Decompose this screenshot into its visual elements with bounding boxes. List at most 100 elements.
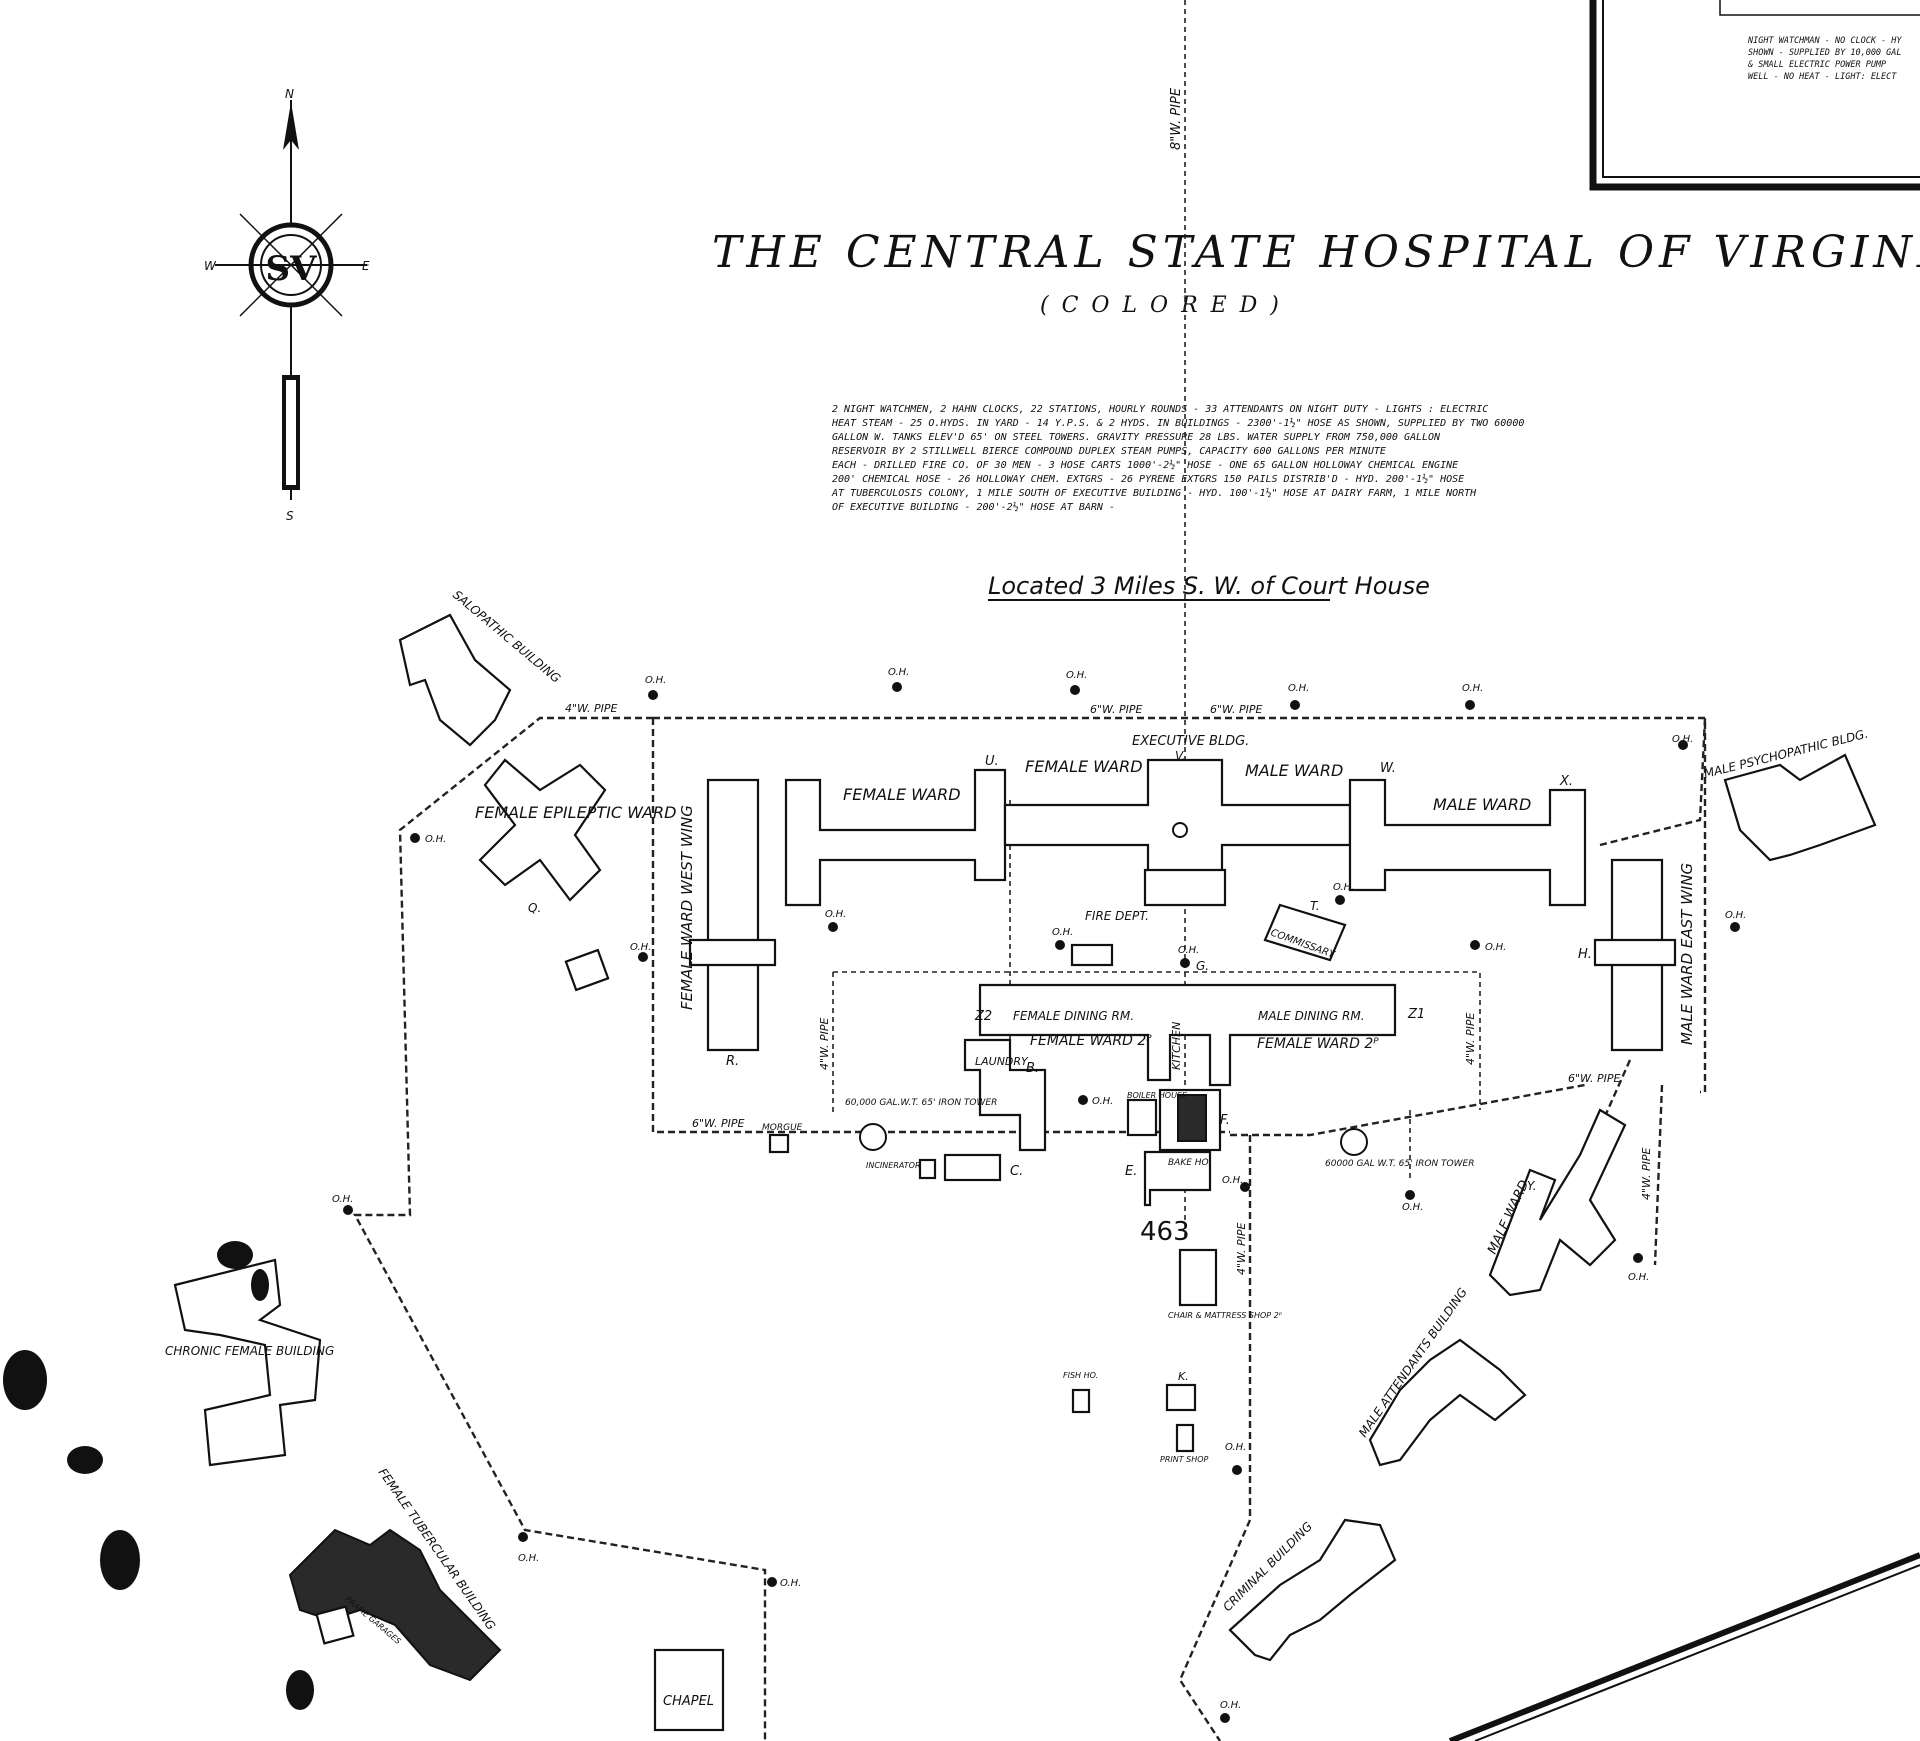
hydrant-label: O.H.	[825, 909, 846, 920]
general-notes: 2 NIGHT WATCHMEN, 2 HAHN CLOCKS, 22 STAT…	[831, 404, 1524, 513]
incinerator-label: INCINERATOR	[866, 1161, 921, 1170]
dining-and-kitchen: FEMALE DINING RM. MALE DINING RM. KITCHE…	[974, 959, 1425, 1087]
corner-note-2: SHOWN - SUPPLIED BY 10,000 GAL	[1748, 48, 1902, 58]
laundry-building: LAUNDRY B.	[963, 1038, 1047, 1152]
male-y-ward: MALE WARD Y.	[1485, 1108, 1627, 1297]
location-note: Located 3 Miles S. W. of Court House	[988, 572, 1430, 600]
corner-note-1: NIGHT WATCHMAN - NO CLOCK - HY	[1747, 36, 1902, 46]
note-line-8: OF EXECUTIVE BUILDING - 200'-2½" HOSE AT…	[832, 501, 1115, 513]
note-line-7: AT TUBERCULOSIS COLONY, 1 MILE SOUTH OF …	[831, 487, 1477, 499]
note-line-4: RESERVOIR BY 2 STILLWELL BIERCE COMPOUND…	[832, 446, 1386, 457]
map-subtitle: ( C O L O R E D )	[1040, 293, 1282, 318]
hydrant-label: O.H.	[1725, 910, 1746, 921]
pipe-label-4d: 4"W. PIPE	[1235, 1222, 1248, 1275]
letter-x: X.	[1559, 774, 1573, 789]
map-title: THE CENTRAL STATE HOSPITAL OF VIRGINIA	[712, 227, 1920, 278]
railroad-track	[1448, 1552, 1920, 1741]
female-epileptic-label: FEMALE EPILEPTIC WARD	[475, 803, 676, 822]
hydrant-label: O.H.	[780, 1578, 801, 1589]
note-line-5: EACH - DRILLED FIRE CO. OF 30 MEN - 3 HO…	[832, 459, 1458, 471]
compass-w: W	[204, 259, 217, 273]
ink-blot-stains	[3, 1241, 314, 1710]
fish-house: FISH HO.	[1063, 1371, 1098, 1414]
hydrant-label: O.H.	[645, 675, 666, 686]
hydrant-label: O.H.	[1402, 1202, 1423, 1213]
letter-u: U.	[985, 754, 999, 769]
letter-q: Q.	[528, 901, 541, 915]
kitchen-label: KITCHEN	[1170, 1022, 1183, 1070]
male-attendants-building: MALE ATTENDANTS BUILDING	[1356, 1285, 1527, 1467]
pipe-label-4b: 4"W. PIPE	[818, 1017, 831, 1070]
chapel-label: CHAPEL	[663, 1694, 714, 1709]
morgue: MORGUE	[762, 1123, 803, 1154]
wt-west-label: 60,000 GAL.W.T. 65' IRON TOWER	[845, 1098, 997, 1108]
letter-r: R.	[726, 1054, 739, 1069]
fire-dept-label: FIRE DEPT.	[1085, 909, 1149, 923]
chronic-female-building: CHRONIC FEMALE BUILDING	[165, 1258, 334, 1467]
chronic-female-label: CHRONIC FEMALE BUILDING	[165, 1344, 334, 1358]
bake-label: BAKE HO.	[1168, 1158, 1211, 1168]
fish-label: FISH HO.	[1063, 1371, 1098, 1380]
pipe-label-4a: 4"W. PIPE	[565, 702, 618, 715]
note-line-6: 200' CHEMICAL HOSE - 26 HOLLOWAY CHEM. E…	[832, 473, 1464, 485]
hydrant-label: O.H.	[888, 667, 909, 678]
building-k: K.	[1165, 1370, 1197, 1412]
chapel: CHAPEL	[653, 1648, 725, 1732]
male-ward-east-wing: MALE WARD EAST WING H.	[1578, 858, 1696, 1052]
pipe-label-6a: 6"W. PIPE	[1090, 703, 1143, 716]
corner-key-box: NIGHT WATCHMAN - NO CLOCK - HY SHOWN - S…	[1589, 0, 1920, 191]
male-ward-label-1: MALE WARD	[1245, 761, 1343, 780]
hydrant-label: O.H.	[630, 942, 651, 953]
female-ward-label-2: FEMALE WARD	[1025, 757, 1143, 776]
letter-z1: Z1	[1407, 1007, 1425, 1022]
letter-k: K.	[1178, 1370, 1189, 1383]
incinerator: INCINERATOR C.	[866, 1153, 1023, 1182]
hydrant-label: O.H.	[1628, 1272, 1649, 1283]
pipe-label-4c: 4"W. PIPE	[1464, 1012, 1477, 1065]
male-ward-building: MALE WARD W. X.	[1348, 761, 1587, 907]
note-line-2: HEAT STEAM - 25 O.HYDS. IN YARD - 14 Y.P…	[831, 417, 1524, 429]
laundry-label: LAUNDRY	[975, 1055, 1029, 1068]
executive-building: EXECUTIVE BLDG. FEMALE WARD MALE WARD V.	[1003, 734, 1352, 907]
hydrant-label: O.H.	[1222, 1175, 1243, 1186]
letter-c: C.	[1010, 1164, 1023, 1179]
sheet-number: 463	[1140, 1217, 1190, 1247]
letter-t: T.	[1310, 899, 1320, 913]
note-line-1: 2 NIGHT WATCHMEN, 2 HAHN CLOCKS, 22 STAT…	[832, 404, 1488, 415]
pipe-label-6d: 6"W. PIPE	[1568, 1072, 1621, 1085]
hydrant-label: O.H.	[1672, 734, 1693, 745]
female-ward-west-wing: FEMALE WARD WEST WING R.	[678, 778, 777, 1069]
letter-f: F.	[1220, 1113, 1230, 1128]
female-tubercular-building: FEMALE TUBERCULAR BUILDING FRAME GARAGES	[288, 1466, 502, 1682]
pipe-label-6b: 6"W. PIPE	[1210, 703, 1263, 716]
compass-e: E	[362, 259, 370, 273]
hydrant-label: O.H.	[518, 1553, 539, 1564]
fire-department: FIRE DEPT.	[1070, 909, 1149, 967]
pipe-label-4e: 4"W. PIPE	[1640, 1147, 1653, 1200]
male-psychopathic-building: MALE PSYCHOPATHIC BLDG.	[1702, 726, 1877, 862]
letter-v: V.	[1175, 749, 1186, 763]
hydrant-label: O.H.	[1333, 882, 1354, 893]
boiler-house: BOILER HOUSE F.	[1126, 1088, 1230, 1152]
letter-e: E.	[1125, 1164, 1137, 1179]
letter-z2: Z2	[974, 1009, 992, 1024]
corner-note-3: & SMALL ELECTRIC POWER PUMP	[1747, 60, 1886, 70]
female-epileptic-ward: FEMALE EPILEPTIC WARD Q.	[475, 758, 676, 915]
executive-label: EXECUTIVE BLDG.	[1132, 734, 1249, 749]
hydrant-label: O.H.	[1178, 945, 1199, 956]
salopathic-building: SALOPATHIC BUILDING	[398, 588, 563, 747]
hydrant-label: O.H.	[1288, 683, 1309, 694]
compass-n: N	[285, 87, 294, 101]
wt-east-label: 60000 GAL W.T. 65' IRON TOWER	[1325, 1159, 1474, 1169]
water-tower-west: 60,000 GAL.W.T. 65' IRON TOWER	[845, 1098, 997, 1151]
pipe-labels: 4"W. PIPE 6"W. PIPE 6"W. PIPE 4"W. PIPE …	[565, 702, 1653, 1275]
hydrant-label: O.H.	[425, 834, 446, 845]
hydrant-label: O.H.	[1092, 1096, 1113, 1107]
compass-rose-icon: SV N S E W	[204, 87, 370, 523]
corner-note-4: WELL - NO HEAT - LIGHT: ELECT	[1748, 72, 1897, 82]
mattress-label: CHAIR & MATTRESS SHOP 2ᴾ	[1168, 1311, 1283, 1320]
small-outbuilding	[564, 948, 610, 992]
hydrant-label: O.H.	[1220, 1700, 1241, 1711]
letter-g: G.	[1196, 959, 1209, 973]
hydrant-label: O.H.	[1052, 927, 1073, 938]
